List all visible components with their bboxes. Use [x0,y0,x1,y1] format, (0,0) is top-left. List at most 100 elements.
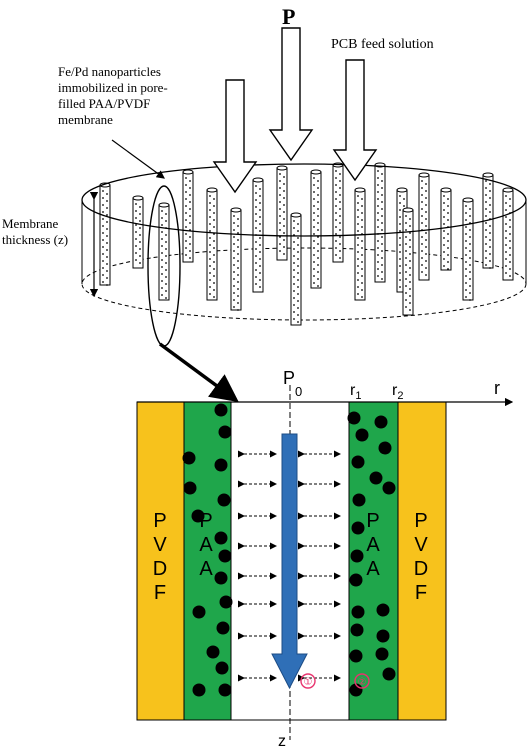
r1-label-main: r [350,382,356,399]
caption-leader [111,139,165,179]
nanoparticle [351,605,365,619]
pvdf-right [397,401,447,721]
nanoparticle [382,667,396,681]
membrane-illustration: P PCB feed solution Fe/Pd nanoparticles … [2,4,527,403]
r2-label: r2 [392,382,403,402]
nanoparticle [351,455,365,469]
flow-arrow [271,433,308,690]
pore-cylinder [252,177,264,293]
membrane-caption-line: filled PAA/PVDF [58,96,150,111]
pvdf-left-letter: P [153,510,166,532]
pore-cylinder [276,165,288,261]
nanoparticle [219,595,233,609]
pore-channels [99,162,514,326]
pore-cylinder [182,169,194,263]
pore-cylinder [482,172,494,269]
pvdf-left [136,401,185,721]
nanoparticle [217,493,231,507]
membrane-caption: Fe/Pd nanoparticles immobilized in pore-… [58,64,168,127]
membrane-caption-line: immobilized in pore- [58,80,168,95]
zoom-leader-arrow [158,342,239,403]
thickness-label-line: Membrane [2,216,59,231]
nanoparticle [216,621,230,635]
nanoparticle [218,425,232,439]
nanoparticle [206,645,220,659]
nanoparticle [214,403,228,417]
nanoparticle [182,451,196,465]
pressure-label-bottom: P [283,368,295,388]
nanoparticle [349,573,363,587]
r1-label-sub: 1 [355,390,361,402]
nanoparticle [192,683,206,697]
pressure-label-top: P [282,4,295,29]
pvdf-right-letter: D [414,558,428,580]
paa-right-letter: P [366,510,379,532]
diffusion-arrows [238,450,341,682]
pvdf-left-letter: D [153,558,167,580]
fe-pd-nanoparticles [182,403,396,697]
pore-cylinder [374,162,386,283]
pvdf-right-letter: V [414,534,428,556]
membrane-top-ellipse [81,163,527,237]
paa-left-letter: A [199,534,213,556]
nanoparticle [376,603,390,617]
nanoparticle [374,415,388,429]
pore-cross-section: P 0 r1 r2 r z P V D F P A A P A A P V D … [136,368,514,750]
pore-cylinder [462,197,474,301]
pore-cylinder [440,187,452,271]
thickness-label: Membrane thickness (z) [2,216,68,247]
pore-cylinder [206,187,218,301]
nanoparticle [378,441,392,455]
pvdf-right-letter: P [414,510,427,532]
paa-left-letter: A [199,558,213,580]
nanoparticle [214,458,228,472]
nanoparticle [355,428,369,442]
pore-cylinder [502,187,514,281]
nanoparticle [350,623,364,637]
nanoparticle [218,683,232,697]
thickness-label-line: thickness (z) [2,232,68,247]
nanoparticle [214,531,228,545]
nanoparticle [349,649,363,663]
pressure-arrow [268,27,314,162]
marker-1-ring [300,673,316,689]
pore-cylinder [354,187,366,301]
membrane-caption-line: membrane [58,112,113,127]
pvdf-left-letter: F [154,582,166,604]
nanoparticle [376,629,390,643]
r2-label-main: r [392,382,398,399]
feed-label: PCB feed solution [331,37,434,52]
nanoparticle [218,549,232,563]
pore-cylinder [158,202,170,301]
pore-cylinder [290,212,302,326]
nanoparticle [191,509,205,523]
pvdf-left-letter: V [153,534,167,556]
r1-label: r1 [350,382,361,402]
feed-arrow-right [332,59,378,182]
pore-cylinder [99,182,111,286]
pore-cylinder [418,172,430,281]
paa-right-letter: A [366,558,380,580]
nanoparticle [215,661,229,675]
pvdf-right-letter: F [415,582,427,604]
z-axis-label: z [278,733,286,750]
feed-arrow-left [212,79,258,194]
paa-right-letter: A [366,534,380,556]
nanoparticle [382,481,396,495]
marker-1: ① [304,677,313,688]
nanoparticle [214,571,228,585]
nanoparticle [375,647,389,661]
nanoparticle [183,481,197,495]
nanoparticle [369,471,383,485]
nanoparticle [347,411,361,425]
nanoparticle [192,605,206,619]
marker-2-ring [354,673,370,689]
pore-cylinder [132,195,144,269]
pore-cylinder [332,162,344,263]
origin-label: 0 [295,384,302,399]
nanoparticle [350,549,364,563]
r2-label-sub: 2 [397,390,403,402]
pore-cylinder [402,207,414,316]
nanoparticle [352,493,366,507]
